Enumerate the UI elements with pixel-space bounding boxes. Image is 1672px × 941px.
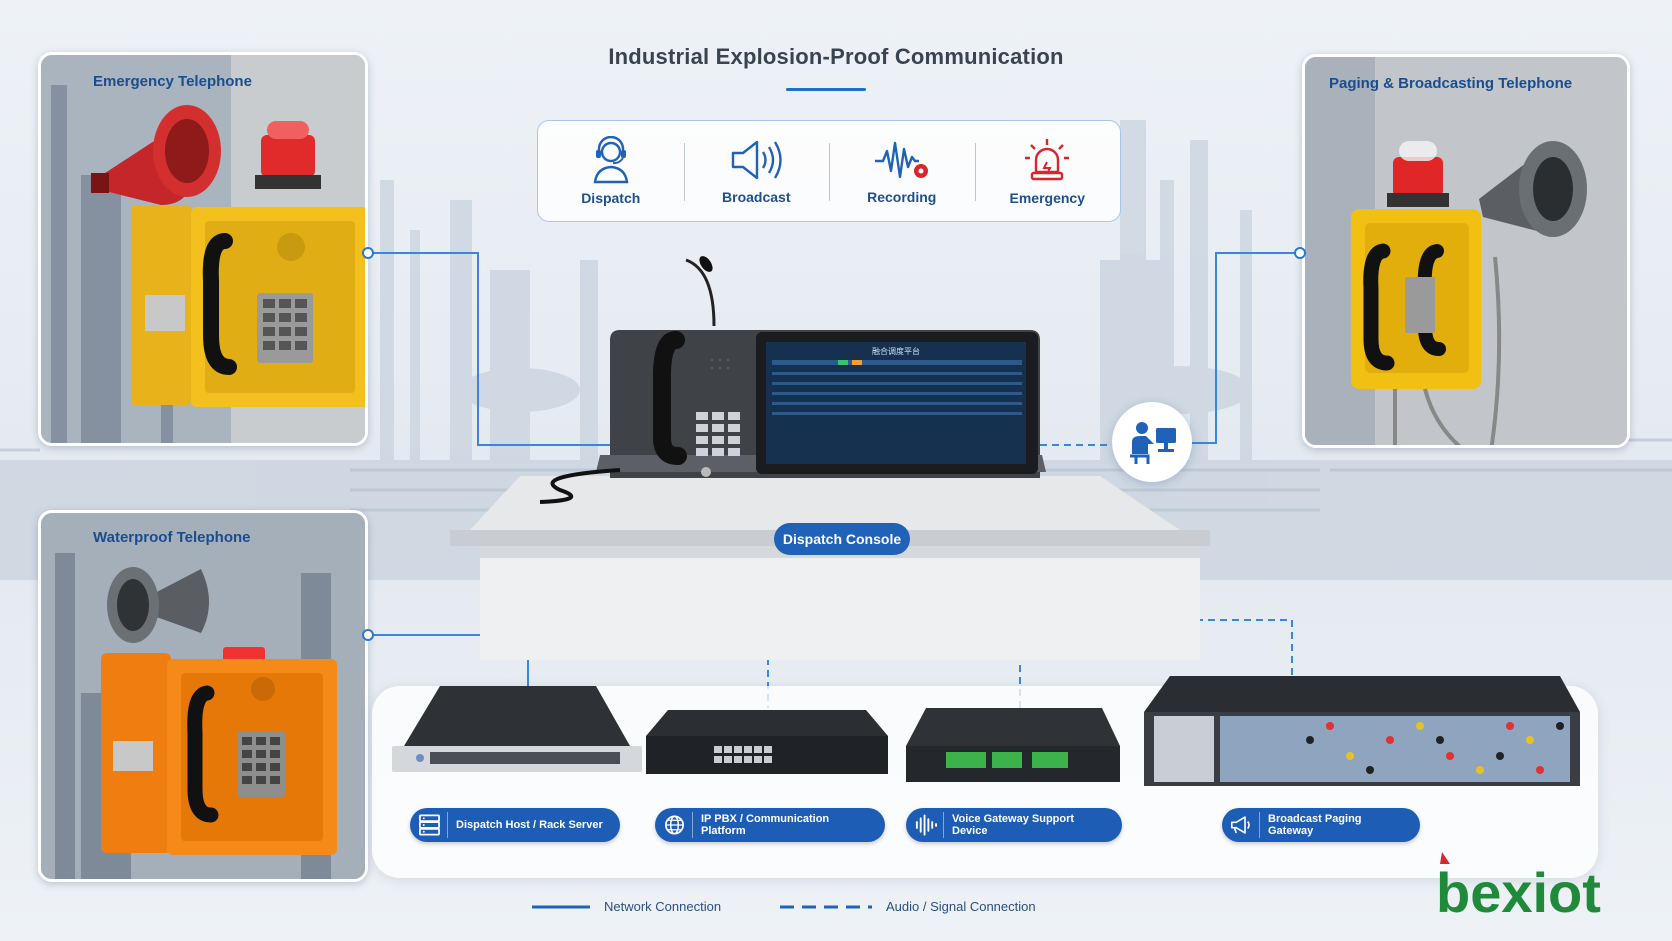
waterproof-telephone-illustration	[41, 513, 365, 879]
broadcast-gateway-label: Broadcast Paging Gateway	[1268, 813, 1362, 837]
emergency-telephone-node	[362, 247, 374, 259]
function-broadcast: Broadcast	[683, 121, 830, 221]
dispatch-host-tag: Dispatch Host / Rack Server	[410, 808, 620, 842]
voice-gateway-label: Voice Gateway Support Device	[952, 813, 1075, 837]
paging-telephone-panel: Paging & Broadcasting Telephone	[1302, 54, 1630, 448]
operator-computer-icon	[1130, 422, 1176, 464]
paging-telephone-illustration	[1305, 57, 1627, 445]
paging-telephone-title: Paging & Broadcasting Telephone	[1329, 75, 1573, 92]
bexiot-logo: bexiot	[1436, 852, 1601, 920]
solid-line-icon	[532, 905, 590, 908]
function-broadcast-label: Broadcast	[722, 189, 791, 205]
function-dispatch: Dispatch	[538, 121, 684, 221]
broadcast-gateway-tag: Broadcast Paging Gateway	[1222, 808, 1420, 842]
paging-telephone-node	[1294, 247, 1306, 259]
emergency-telephone-panel: Emergency Telephone	[38, 52, 368, 446]
waterproof-telephone-title: Waterproof Telephone	[93, 529, 251, 546]
emergency-telephone-title: Emergency Telephone	[93, 73, 252, 90]
server-icon	[418, 812, 448, 838]
ip-pbx-tag: IP PBX / Communication Platform	[655, 808, 885, 842]
function-recording-label: Recording	[867, 189, 937, 205]
waveform-record-icon	[874, 141, 928, 179]
title-underline	[786, 88, 866, 91]
function-dispatch-label: Dispatch	[581, 190, 641, 206]
alarm-light-icon	[1025, 139, 1070, 181]
function-recording: Recording	[829, 121, 975, 221]
headset-operator-icon	[593, 136, 629, 184]
operator-circle	[1112, 402, 1192, 482]
audio-wave-icon	[914, 812, 944, 838]
waterproof-telephone-panel: Waterproof Telephone	[38, 510, 368, 882]
ip-pbx-label: IP PBX / Communication Platform	[701, 813, 830, 837]
emergency-telephone-illustration	[41, 55, 365, 443]
function-emergency-label: Emergency	[1009, 190, 1085, 206]
dispatch-host-label: Dispatch Host / Rack Server	[456, 819, 603, 831]
voice-gateway-tag: Voice Gateway Support Device	[906, 808, 1122, 842]
waterproof-telephone-node	[362, 629, 374, 641]
dispatch-console-illustration: 融合调度平台	[450, 256, 1210, 660]
legend-audio: Audio / Signal Connection	[780, 899, 1036, 914]
legend-network: Network Connection	[532, 899, 721, 914]
function-strip: Dispatch Broadcast Recording Emergency	[537, 120, 1121, 222]
megaphone-icon	[1230, 812, 1260, 838]
logo-text: bexiot	[1436, 861, 1601, 920]
dashed-line-icon	[780, 905, 872, 908]
console-screen-title: 融合调度平台	[872, 346, 920, 356]
legend-audio-label: Audio / Signal Connection	[886, 899, 1036, 914]
speaker-icon	[732, 140, 782, 180]
legend-network-label: Network Connection	[604, 899, 722, 914]
function-emergency: Emergency	[974, 121, 1121, 221]
globe-network-icon	[663, 812, 693, 838]
page-title: Industrial Explosion-Proof Communication	[608, 44, 1064, 69]
dispatch-console-label: Dispatch Console	[774, 523, 910, 555]
